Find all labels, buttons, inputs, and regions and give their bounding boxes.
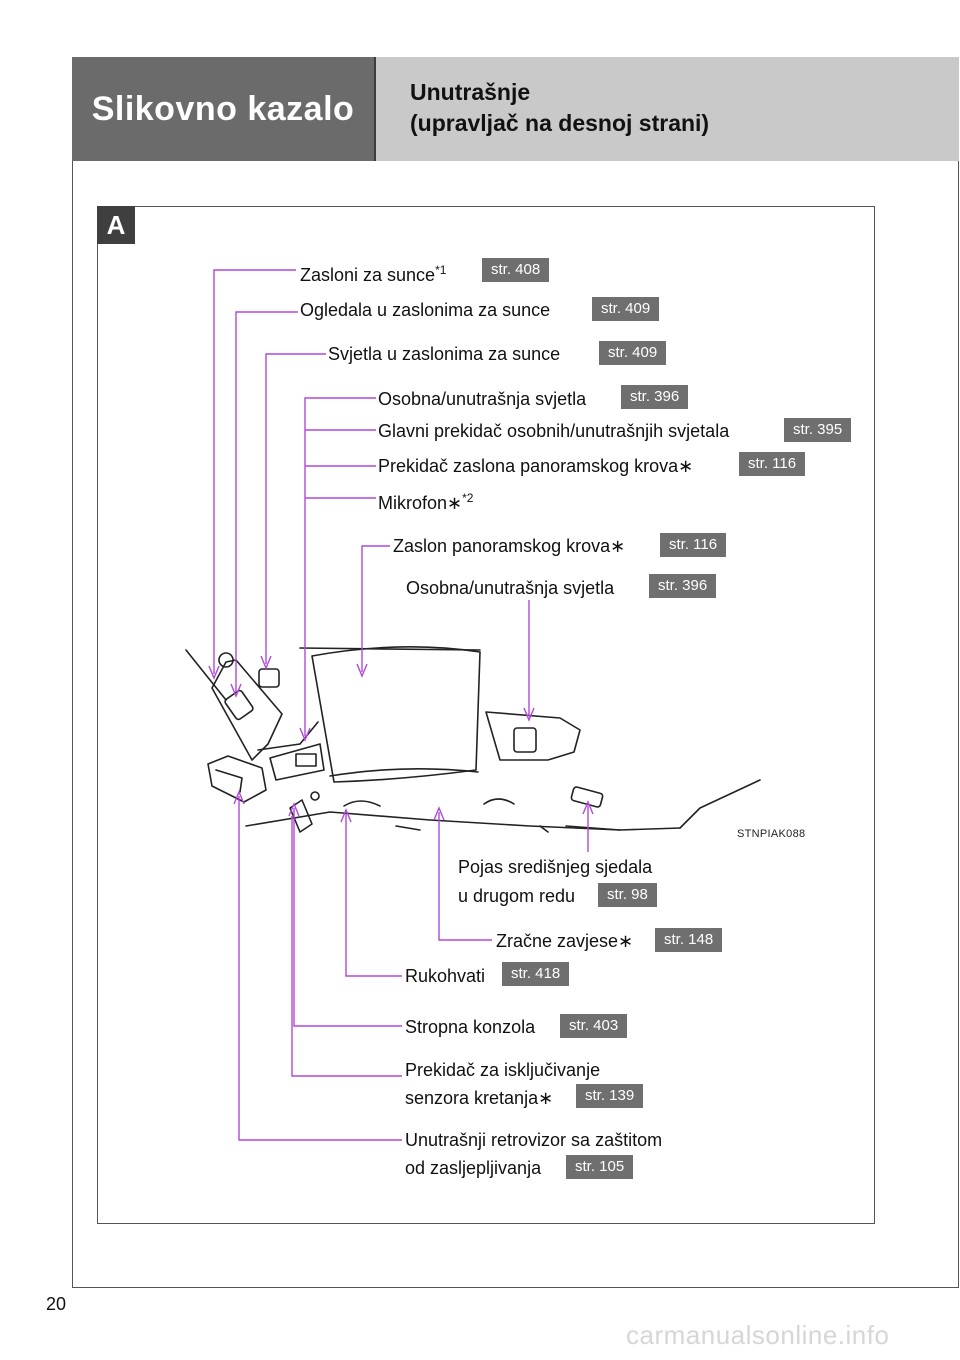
- callout-main-switch: Glavni prekidač osobnih/unutrašnjih svje…: [378, 421, 730, 441]
- callout-rear-view-mirror-line2: od zasljepljivanja: [405, 1158, 542, 1178]
- leader-lines: [213, 269, 589, 1141]
- page-ref-vanity-lights[interactable]: str. 409: [599, 341, 667, 365]
- footnote-mark: *2: [462, 491, 473, 505]
- callout-roof-shade: Zaslon panoramskog krova∗: [393, 536, 626, 556]
- asterisk-mark: *: [462, 491, 467, 505]
- section-badge: A: [97, 206, 135, 244]
- page-ref-personal-lights-front[interactable]: str. 396: [621, 385, 689, 409]
- subtitle-line-2: (upravljač na desnoj strani): [410, 110, 710, 136]
- header-section-title: Slikovno kazalo: [72, 57, 376, 161]
- callout-intrusion-sensor-line1: Prekidač za isključivanje: [405, 1060, 601, 1080]
- page-ref-curtain-airbags[interactable]: str. 148: [655, 928, 723, 952]
- page-ref-roof-shade[interactable]: str. 116: [660, 533, 727, 557]
- page-ref-sun-visors[interactable]: str. 408: [482, 258, 550, 282]
- callout-center-belt-line2: u drugom redu: [458, 886, 576, 906]
- callout-text: Mikrofon∗: [378, 493, 463, 513]
- callout-intrusion-sensor-line2: senzora kretanja∗: [405, 1088, 554, 1108]
- header-subtitle: Unutrašnje (upravljač na desnoj strani): [376, 57, 959, 161]
- page-ref-intrusion-sensor[interactable]: str. 139: [576, 1084, 644, 1108]
- page-ref-rear-view-mirror[interactable]: str. 105: [566, 1155, 634, 1179]
- subtitle-line-1: Unutrašnje: [410, 79, 531, 105]
- callout-assist-grips: Rukohvati: [405, 966, 486, 986]
- callout-personal-lights-front: Osobna/unutrašnja svjetla: [378, 389, 587, 409]
- page-ref-main-switch[interactable]: str. 395: [784, 418, 852, 442]
- ceiling-drawing: [185, 646, 761, 833]
- leader-arrowheads: [208, 655, 594, 823]
- callout-curtain-airbags: Zračne zavjese∗: [496, 931, 634, 951]
- page-ref-center-belt[interactable]: str. 98: [598, 883, 657, 907]
- callout-center-belt-line1: Pojas središnjeg sjedala: [458, 857, 653, 877]
- page-ref-overhead-console[interactable]: str. 403: [560, 1014, 628, 1038]
- callout-rear-view-mirror-line1: Unutrašnji retrovizor sa zaštitom: [405, 1130, 663, 1150]
- section-title-text: Slikovno kazalo: [91, 89, 355, 128]
- callout-overhead-console: Stropna konzola: [405, 1017, 536, 1037]
- callout-text: Zasloni za sunce: [300, 265, 436, 285]
- page-number: 20: [46, 1294, 67, 1314]
- callout-vanity-mirrors: Ogledala u zaslonima za sunce: [300, 300, 551, 320]
- page-ref-moon-roof-switch[interactable]: str. 116: [739, 452, 806, 476]
- callout-personal-lights-rear: Osobna/unutrašnja svjetla: [406, 578, 615, 598]
- footnote-number: 1: [439, 263, 447, 277]
- page-ref-vanity-mirrors[interactable]: str. 409: [592, 297, 660, 321]
- callout-microphone: Mikrofon∗*2: [378, 487, 473, 514]
- callout-moon-roof-switch: Prekidač zaslona panoramskog krova∗: [378, 456, 694, 476]
- page-header: Slikovno kazalo Unutrašnje (upravljač na…: [72, 57, 959, 161]
- callout-vanity-lights: Svjetla u zaslonima za sunce: [328, 344, 561, 364]
- footnote-mark: *1: [435, 263, 446, 277]
- page-ref-personal-lights-rear[interactable]: str. 396: [649, 574, 717, 598]
- illustration-box: [97, 206, 875, 1224]
- page-ref-assist-grips[interactable]: str. 418: [502, 962, 570, 986]
- image-code: STNPIAK088: [737, 828, 806, 840]
- callout-sun-visors: Zasloni za sunce*1: [300, 259, 446, 286]
- footnote-number: 2: [466, 491, 474, 505]
- watermark: carmanualsonline.info: [626, 1320, 890, 1350]
- asterisk-mark: *: [435, 263, 440, 277]
